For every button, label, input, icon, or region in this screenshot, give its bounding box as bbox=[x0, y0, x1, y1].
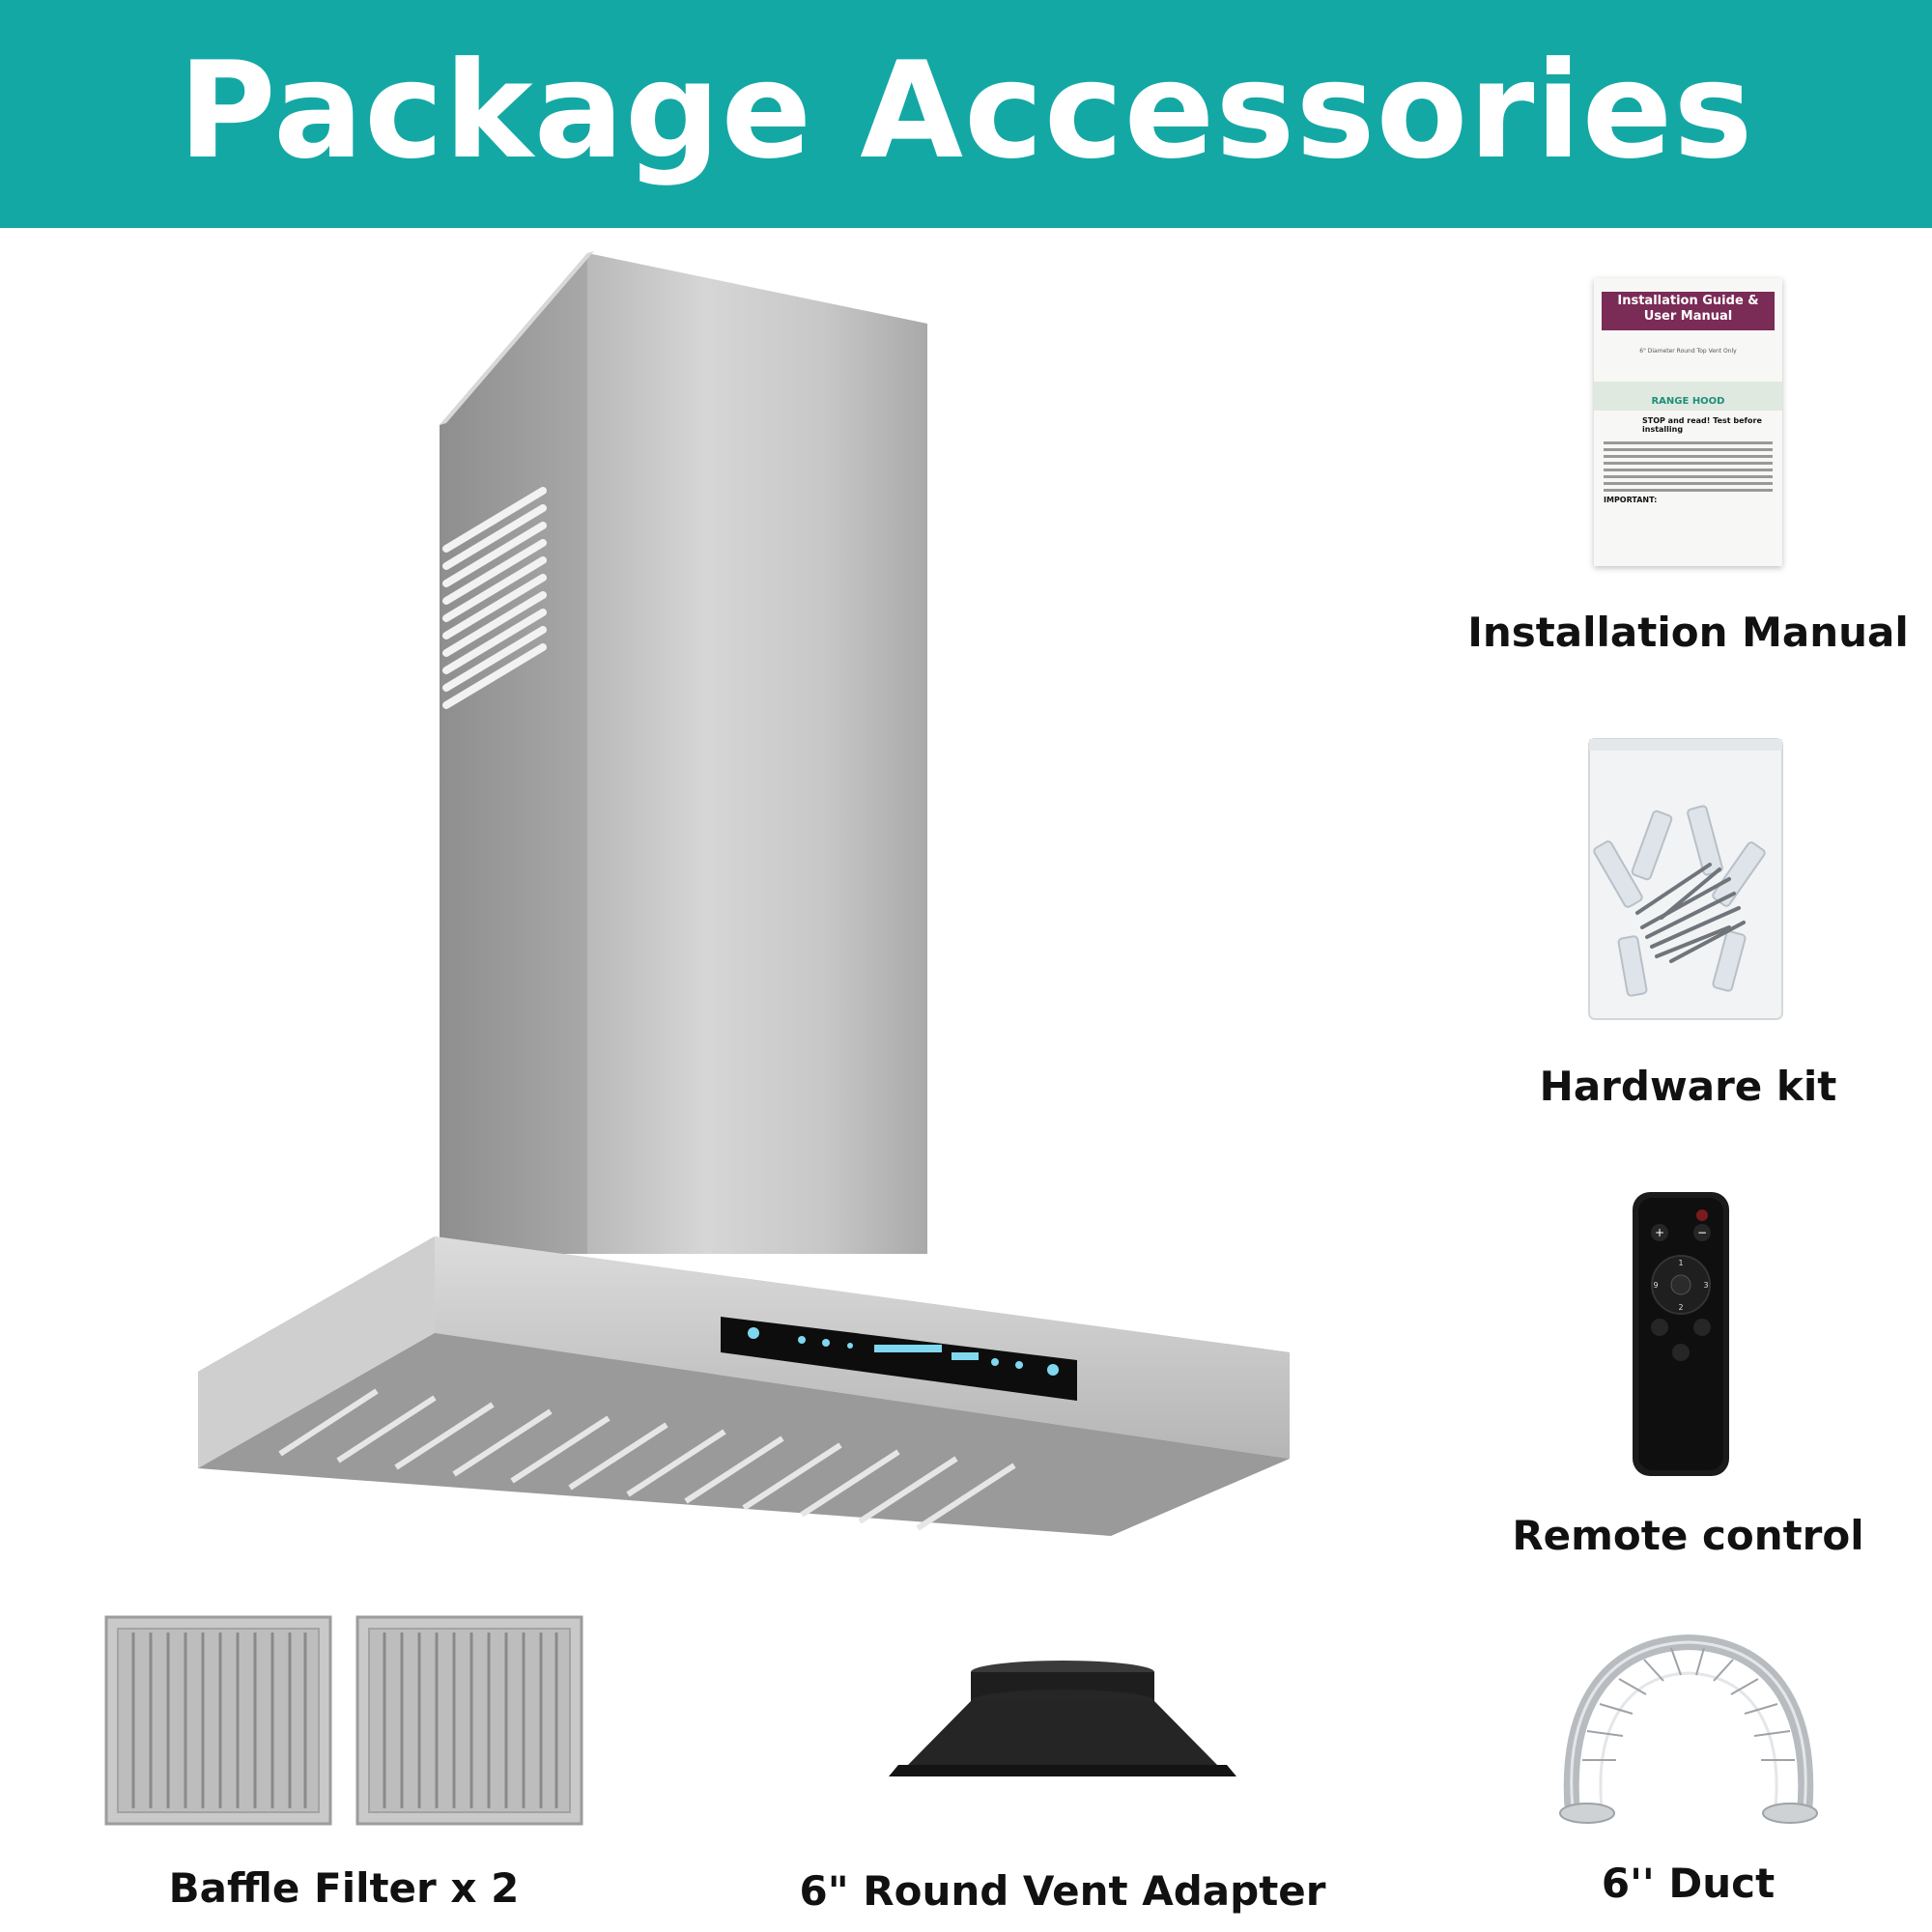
baffle-filters-image bbox=[104, 1615, 583, 1826]
vent-adapter-label: 6" Round Vent Adapter bbox=[799, 1867, 1326, 1915]
baffle-filter-left bbox=[104, 1615, 332, 1826]
remote-plus-text: + bbox=[1655, 1226, 1664, 1239]
page-title: Package Accessories bbox=[178, 32, 1754, 188]
remote-key-2: 2 bbox=[1678, 1303, 1683, 1312]
manual-subtitle: 6" Diameter Round Top Vent Only bbox=[1639, 348, 1737, 355]
remote-control-label: Remote control bbox=[1512, 1512, 1864, 1559]
remote-control-image: + − 1 2 3 9 bbox=[1633, 1192, 1729, 1476]
hardware-kit-image bbox=[1588, 738, 1783, 1020]
remote-key-3: 3 bbox=[1703, 1281, 1708, 1290]
header-banner: Package Accessories bbox=[0, 0, 1932, 228]
manual-heading: Installation Guide & User Manual bbox=[1602, 292, 1775, 330]
manual-band: RANGE HOOD bbox=[1594, 382, 1782, 411]
range-hood-image bbox=[198, 251, 1290, 1536]
installation-manual-image: Installation Guide & User Manual 6" Diam… bbox=[1594, 278, 1782, 566]
manual-stop-text: STOP and read! Test before installing bbox=[1642, 416, 1762, 434]
manual-important: IMPORTANT: bbox=[1604, 496, 1658, 504]
installation-manual-label: Installation Manual bbox=[1467, 609, 1909, 656]
manual-text-lines bbox=[1604, 441, 1773, 492]
remote-key-9: 9 bbox=[1653, 1281, 1658, 1290]
round-vent-adapter-image bbox=[889, 1661, 1236, 1776]
baffle-filter-label: Baffle Filter x 2 bbox=[168, 1864, 520, 1912]
baffle-filter-right bbox=[355, 1615, 583, 1826]
remote-minus-text: − bbox=[1697, 1226, 1707, 1239]
duct-label: 6'' Duct bbox=[1601, 1860, 1776, 1907]
hardware-kit-label: Hardware kit bbox=[1539, 1063, 1837, 1110]
remote-key-1: 1 bbox=[1678, 1259, 1683, 1267]
duct-image bbox=[1559, 1634, 1818, 1824]
